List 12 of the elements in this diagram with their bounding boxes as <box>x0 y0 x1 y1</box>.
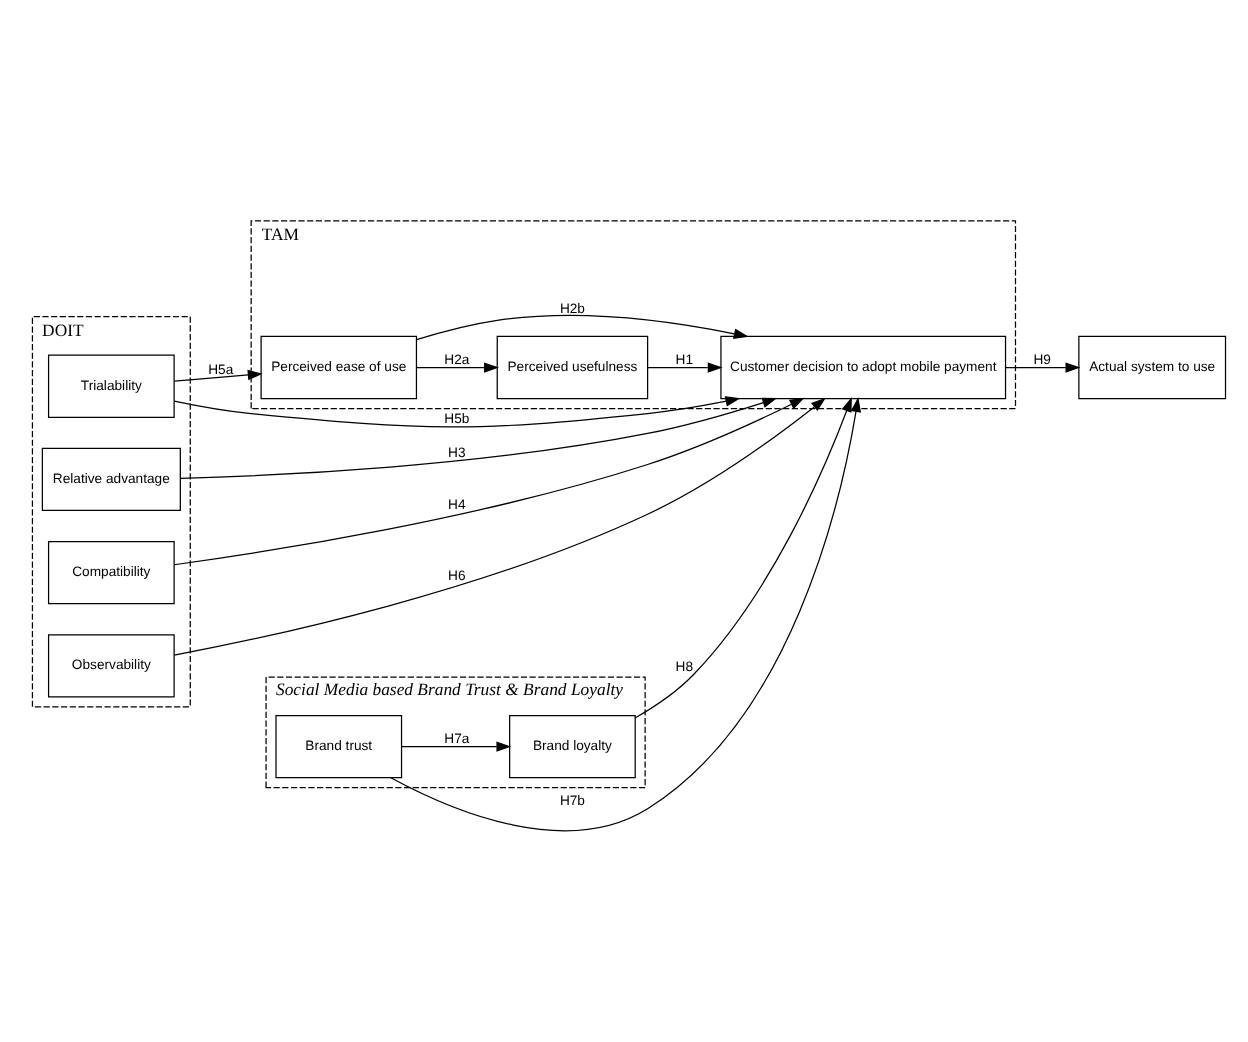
arrow <box>179 397 778 479</box>
arrow <box>173 396 741 428</box>
arrow <box>647 362 723 373</box>
arrow <box>174 369 263 382</box>
arrow <box>390 397 862 832</box>
arrow <box>1005 362 1081 373</box>
arrow <box>173 397 805 566</box>
arrow <box>173 397 826 656</box>
arrow <box>634 397 852 719</box>
arrow <box>401 741 512 752</box>
arrow <box>416 362 499 373</box>
arrow <box>415 314 749 341</box>
